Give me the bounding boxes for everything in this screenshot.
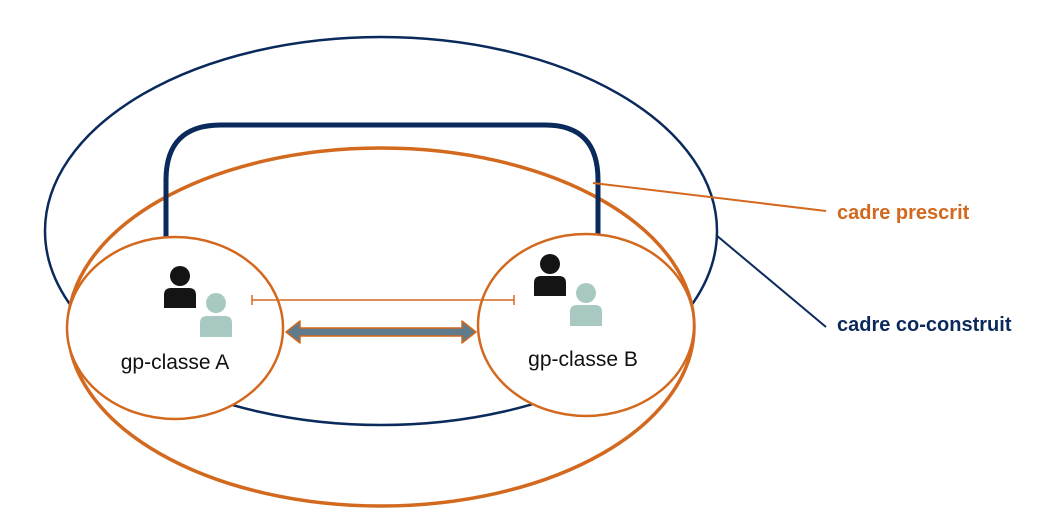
person-icon (200, 293, 232, 337)
cadre-coconstruit-ellipse (43, 35, 719, 427)
legend-prescrit-label: cadre prescrit (837, 202, 970, 224)
legend-prescrit-leader (592, 182, 827, 212)
group-b-label: gp-classe B (528, 348, 638, 371)
double-arrow (285, 320, 477, 344)
legend-coconstruit-leader (715, 234, 827, 328)
person-icon (164, 266, 196, 308)
person-icon (534, 254, 566, 296)
group-a-circle (65, 235, 285, 421)
person-icon (570, 283, 602, 326)
bridge-connector (163, 122, 601, 258)
group-a-label: gp-classe A (121, 351, 230, 374)
legend-coconstruit-label: cadre co-construit (837, 314, 1012, 336)
